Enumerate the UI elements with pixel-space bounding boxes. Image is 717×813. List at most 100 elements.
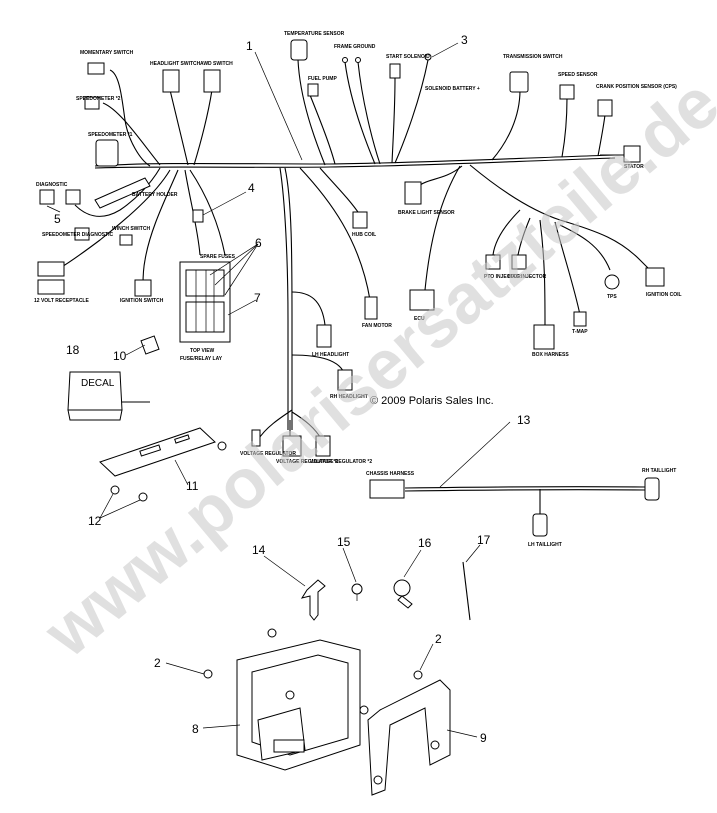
label-spare-fuses: SPARE FUSES	[200, 254, 236, 260]
lh-headlight-connector	[316, 324, 332, 348]
clamp-16	[393, 579, 411, 597]
callout-4: 4	[248, 181, 255, 195]
relay-row	[185, 301, 225, 333]
harness-clip-4	[192, 209, 204, 223]
label-solenoid-battery: SOLENOID BATTERY +	[425, 86, 480, 92]
frame-ground-terminal	[342, 57, 348, 63]
cable-tie-17	[462, 561, 471, 621]
label-start-solenoid: START SOLENOID	[386, 54, 430, 60]
connectors-top	[84, 39, 641, 167]
clip-15	[351, 583, 363, 595]
connectors-left	[37, 177, 204, 297]
connectors-center	[251, 181, 665, 457]
hub-coil-connector	[352, 211, 368, 229]
start-solenoid-connector	[389, 63, 401, 79]
callout-3: 3	[461, 33, 468, 47]
lh-taillight-connector	[532, 513, 548, 537]
relay-10	[140, 335, 160, 355]
clip-14	[300, 579, 326, 621]
voltage-regulator-2-connector	[315, 435, 331, 457]
taillight-harness-13	[369, 477, 660, 537]
box-harness-connector	[533, 324, 555, 350]
callout-7: 7	[254, 291, 261, 305]
label-top-view: TOP VIEW	[190, 348, 215, 354]
callout-12: 12	[88, 514, 102, 528]
label-speed-sensor: SPEED SENSOR	[558, 72, 598, 78]
diagnostic-connector	[65, 189, 81, 205]
label-ecu: ECU	[414, 316, 425, 322]
leader-lines	[46, 42, 511, 738]
decal-label: DECAL	[81, 378, 115, 389]
callout-15: 15	[337, 535, 351, 549]
screw	[217, 441, 227, 451]
copyright-notice: © 2009 Polaris Sales Inc.	[370, 395, 494, 407]
tmap-connector	[573, 311, 587, 327]
callout-18: 18	[66, 343, 80, 357]
brake-light-sensor	[404, 181, 422, 205]
label-hub-coil: HUB COIL	[352, 232, 376, 238]
12v-receptacle	[37, 279, 65, 295]
voltage-regulator-connector	[251, 429, 261, 447]
ecu-housing-8	[236, 639, 361, 771]
label-mag-injector: MAG INJECTOR	[508, 274, 547, 280]
label-tmap: T-MAP	[572, 329, 588, 335]
label-speedometer-diagnostic: SPEEDOMETER DIAGNOSTIC	[42, 232, 114, 238]
fan-motor-connector	[364, 296, 378, 320]
label-box-harness: BOX HARNESS	[532, 352, 569, 358]
label-pto-injector: PTO INJECTOR	[484, 274, 521, 280]
awd-switch-connector	[203, 69, 221, 93]
label-frame-ground: FRAME GROUND	[334, 44, 376, 50]
label-stator: STATOR	[624, 164, 644, 170]
ecu-connector	[409, 289, 435, 311]
label-voltage-regulator-2: VOLTAGE REGULATOR *2	[310, 459, 372, 465]
speedometer-1-connector	[95, 139, 119, 167]
label-momentary-switch: MOMENTARY SWITCH	[80, 50, 134, 56]
diagnostic-connector	[39, 189, 55, 205]
label-ignition-coil: IGNITION COIL	[646, 292, 682, 298]
small-parts	[300, 561, 471, 621]
mounting-bracket-9	[367, 679, 451, 796]
label-speedometer-1: SPEEDOMETER *1	[88, 132, 133, 138]
chassis-harness-connector	[369, 479, 405, 499]
rh-headlight-connector	[337, 369, 353, 391]
callout-8: 8	[192, 722, 199, 736]
callout-1: 1	[246, 39, 253, 53]
screw-12	[110, 485, 120, 495]
screws-2	[203, 628, 423, 715]
label-diagnostic: DIAGNOSTIC	[36, 182, 68, 188]
callout-2: 2	[154, 656, 161, 670]
label-fuse-relay-lay: FUSE/RELAY LAY	[180, 356, 223, 362]
speedometer-diagnostic-connector	[74, 227, 90, 241]
callout-10: 10	[113, 349, 127, 363]
frame-ground-terminal	[355, 57, 361, 63]
screw-12	[138, 492, 148, 502]
ignition-coil-connector	[645, 267, 665, 287]
label-awd-switch: AWD SWITCH	[200, 61, 233, 67]
battery-holder	[94, 177, 151, 209]
headlight-switch-connector	[162, 69, 180, 93]
momentary-switch-connector	[87, 62, 105, 75]
label-transmission-switch: TRANSMISSION SWITCH	[503, 54, 563, 60]
callout-16: 16	[418, 536, 432, 550]
fuel-pump-connector	[307, 83, 319, 97]
transmission-switch-connector	[509, 71, 529, 93]
label-brake-light-sensor: BRAKE LIGHT SENSOR	[398, 210, 455, 216]
label-fan-motor: FAN MOTOR	[362, 323, 392, 329]
mag-injector-connector	[511, 254, 527, 270]
label-rh-headlight: RH HEADLIGHT	[330, 394, 368, 400]
temperature-sensor-connector	[290, 39, 308, 61]
label-rh-taillight: RH TAILLIGHT	[642, 468, 676, 474]
label-temperature-sensor: TEMPERATURE SENSOR	[284, 31, 345, 37]
label-fuel-pump: FUEL PUMP	[308, 76, 337, 82]
solenoid-battery-terminal	[424, 53, 432, 61]
stator-connector	[623, 145, 641, 163]
winch-switch-connector	[119, 234, 133, 246]
watermark: www.polarisersatzteile.de	[29, 63, 717, 672]
ignition-switch-connector	[134, 279, 152, 297]
callout-17: 17	[477, 533, 491, 547]
12v-receptacle	[37, 261, 65, 277]
label-battery-holder: BATTERY HOLDER	[132, 192, 178, 198]
label-lh-headlight: LH HEADLIGHT	[312, 352, 349, 358]
main-harness	[59, 59, 656, 441]
callout-14: 14	[252, 543, 266, 557]
